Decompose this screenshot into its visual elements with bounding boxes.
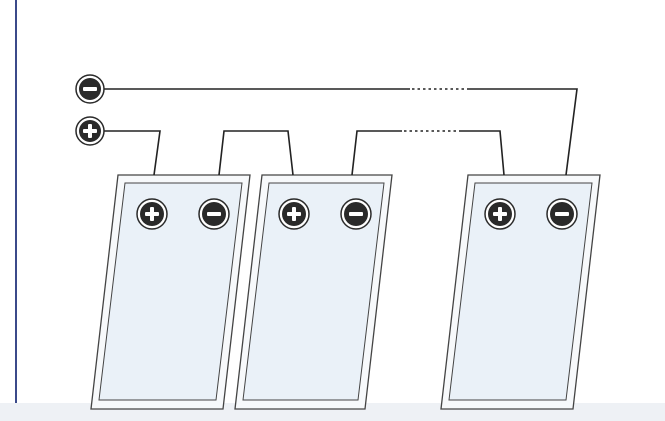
positive-wire — [104, 130, 161, 176]
positive-terminal-icon — [278, 198, 310, 230]
negative-wire — [468, 88, 578, 176]
solar-panel-2 — [234, 174, 393, 410]
positive-terminal-icon — [484, 198, 516, 230]
series-jumper — [460, 130, 505, 176]
panel-glass — [242, 182, 385, 401]
series-jumper — [351, 130, 402, 176]
solar-panel-1 — [90, 174, 251, 410]
negative-terminal-icon — [198, 198, 230, 230]
panel-glass — [98, 182, 243, 401]
negative-terminal-icon — [75, 74, 105, 104]
positive-terminal-icon — [75, 116, 105, 146]
series-jumper — [218, 130, 294, 176]
negative-terminal-icon — [340, 198, 372, 230]
solar-panel-3 — [440, 174, 601, 410]
positive-terminal-icon — [136, 198, 168, 230]
panel-glass — [448, 182, 593, 401]
negative-terminal-icon — [546, 198, 578, 230]
